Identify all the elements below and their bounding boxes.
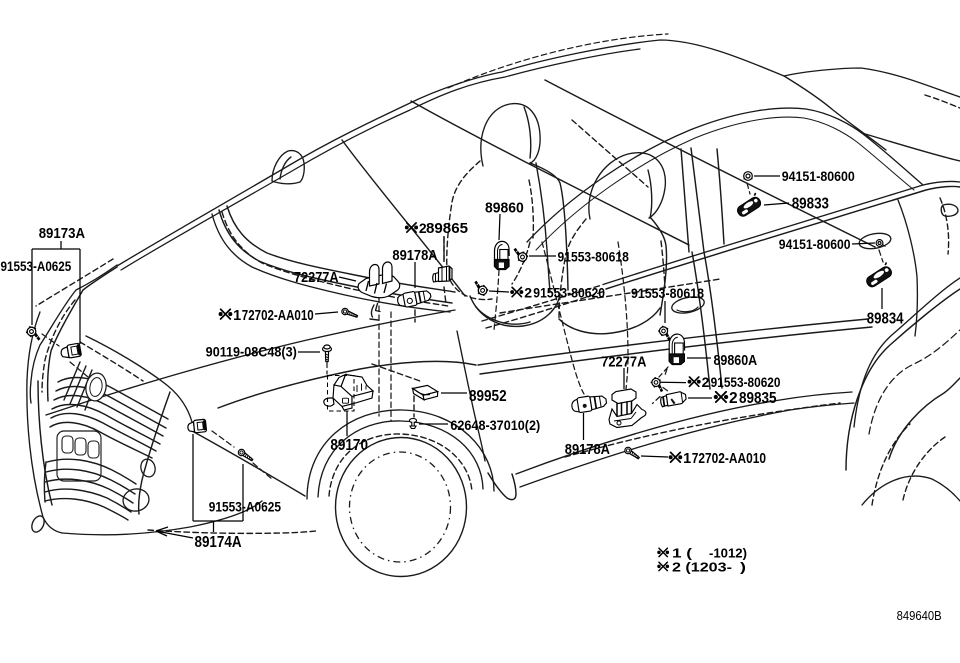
svg-text:89170: 89170 (330, 437, 368, 454)
svg-text:62648-37010(2): 62648-37010(2) (450, 417, 540, 433)
svg-text:72702-AA010: 72702-AA010 (242, 308, 314, 324)
svg-text:2 (1203-: 2 (1203- (672, 559, 732, 574)
svg-text:89834: 89834 (867, 311, 904, 328)
svg-text:89178A: 89178A (565, 441, 610, 458)
svg-text:72277A: 72277A (601, 354, 646, 371)
svg-text:91553-A0625: 91553-A0625 (1, 258, 72, 274)
svg-text:89860A: 89860A (713, 352, 757, 369)
svg-text:72702-AA010: 72702-AA010 (692, 451, 766, 467)
svg-text:2: 2 (729, 390, 738, 407)
svg-text:2: 2 (524, 285, 532, 301)
svg-text:89860: 89860 (485, 200, 524, 217)
svg-text:2: 2 (419, 220, 427, 236)
svg-text:1 (: 1 ( (672, 545, 693, 560)
svg-text:91553-80618: 91553-80618 (631, 285, 704, 301)
svg-text:94151-80600: 94151-80600 (782, 168, 855, 184)
svg-text:89865: 89865 (426, 220, 468, 237)
svg-text:89174A: 89174A (194, 534, 241, 551)
svg-text:89952: 89952 (469, 388, 507, 405)
svg-text:72277A: 72277A (294, 270, 339, 286)
svg-text:849640B: 849640B (897, 609, 942, 623)
svg-text:94151-80600: 94151-80600 (779, 236, 851, 252)
svg-text:89835: 89835 (739, 390, 777, 407)
svg-text:91553-80620: 91553-80620 (711, 374, 781, 390)
svg-text:2: 2 (702, 374, 710, 390)
svg-text:90119-08C48(3): 90119-08C48(3) (206, 343, 297, 359)
svg-text:89178A: 89178A (392, 247, 437, 264)
svg-text:91553-80618: 91553-80618 (558, 248, 629, 264)
svg-text:89173A: 89173A (39, 226, 86, 242)
svg-text:-1012): -1012) (709, 545, 747, 560)
svg-text:1: 1 (233, 308, 241, 324)
svg-text:91553-A0625: 91553-A0625 (209, 499, 281, 515)
svg-text:): ) (740, 559, 746, 574)
svg-text:1: 1 (683, 451, 691, 467)
svg-text:89833: 89833 (792, 196, 830, 213)
svg-text:91553-80620: 91553-80620 (533, 285, 605, 301)
